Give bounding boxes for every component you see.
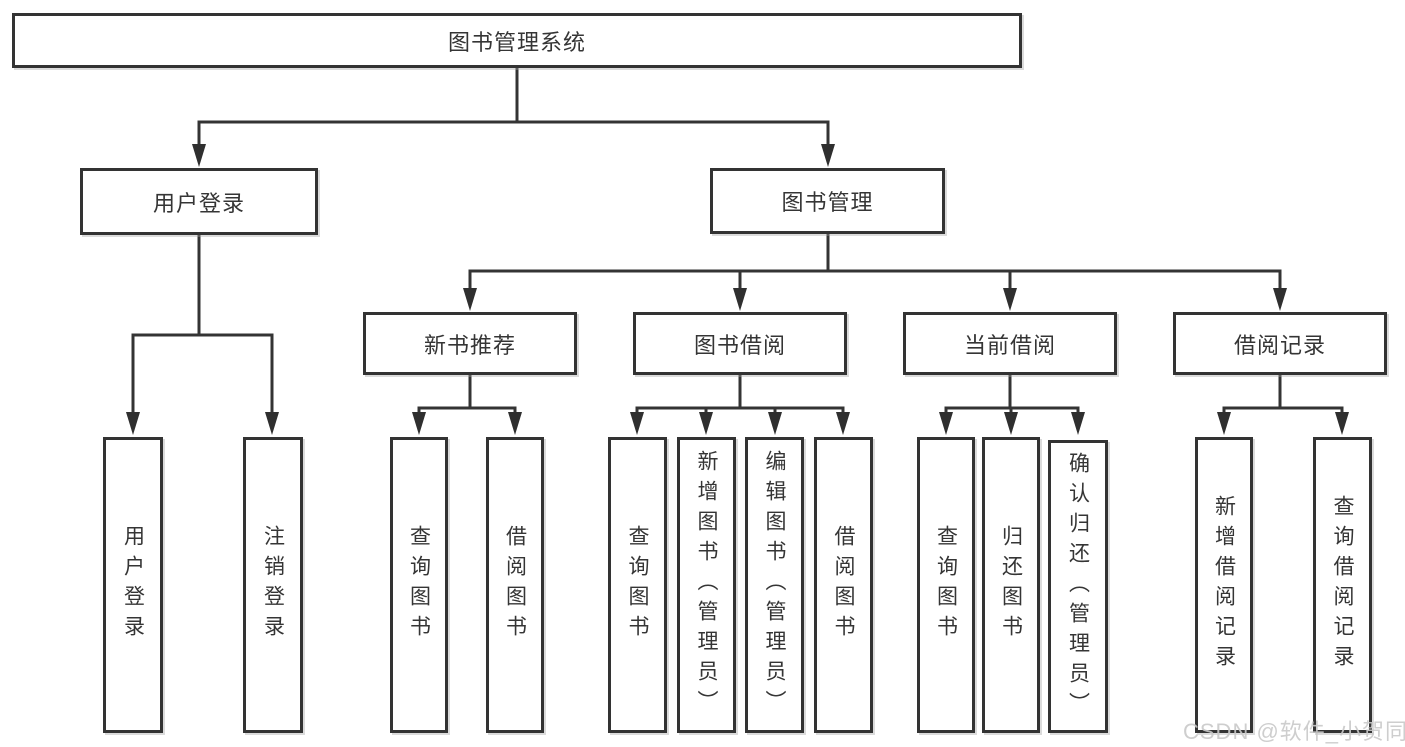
node-new-book-recommend: 新书推荐 — [363, 312, 577, 375]
node-borrow-records: 借阅记录 — [1173, 312, 1387, 375]
leaf-query-books-current: 查询图书 — [917, 437, 975, 733]
leaf-query-books-recommend: 查询图书 — [390, 437, 448, 733]
leaf-confirm-return-admin: 确认归还（管理员） — [1048, 440, 1108, 733]
leaf-borrow-books-recommend: 借阅图书 — [486, 437, 544, 733]
leaf-return-books: 归还图书 — [982, 437, 1040, 733]
node-book-management: 图书管理 — [710, 168, 945, 234]
arrowheads — [126, 144, 1349, 435]
leaf-query-books-borrow: 查询图书 — [608, 437, 667, 733]
node-current-borrow: 当前借阅 — [903, 312, 1117, 375]
leaf-user-login: 用户登录 — [103, 437, 163, 733]
leaf-edit-books-admin: 编辑图书（管理员） — [745, 437, 804, 733]
leaf-query-borrow-record: 查询借阅记录 — [1313, 437, 1372, 733]
leaf-borrow-books: 借阅图书 — [814, 437, 873, 733]
node-user-login: 用户登录 — [80, 168, 318, 235]
node-book-borrow: 图书借阅 — [633, 312, 847, 375]
leaf-add-books-admin: 新增图书（管理员） — [677, 437, 736, 733]
node-root-system: 图书管理系统 — [12, 13, 1022, 68]
leaf-add-borrow-record: 新增借阅记录 — [1195, 437, 1253, 733]
leaf-logout: 注销登录 — [243, 437, 303, 733]
watermark: CSDN @软件_小贺同学 — [1183, 719, 1405, 744]
